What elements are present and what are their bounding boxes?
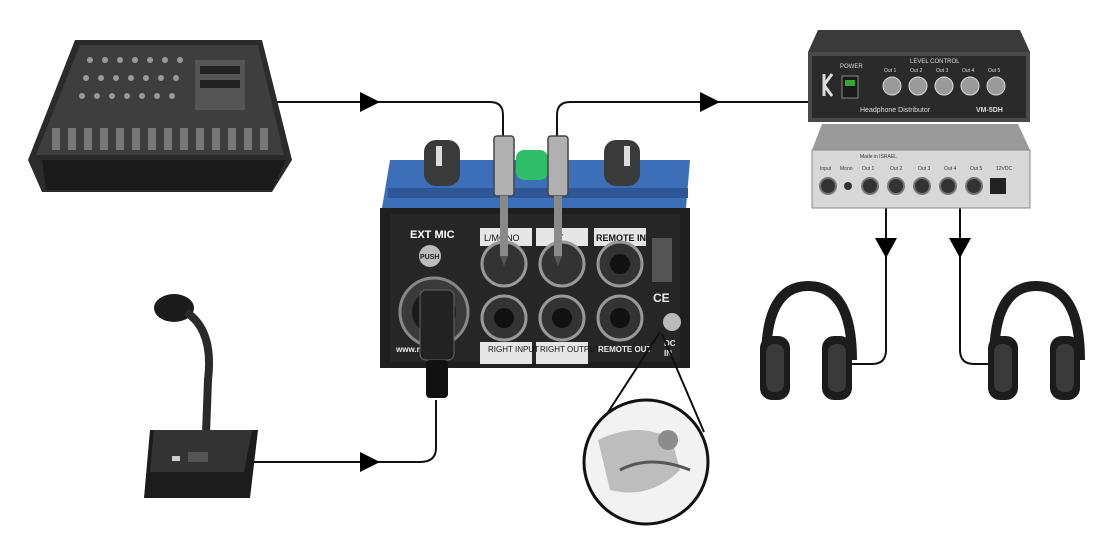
distributor-model: VM-5DH — [976, 107, 1003, 114]
front-out-3: Out 3 — [936, 68, 948, 74]
arrows — [360, 92, 971, 472]
in-label: IN — [664, 349, 672, 358]
arrow-mixer-to-device — [360, 92, 380, 112]
rear-out-3: Out 3 — [918, 166, 930, 172]
arrow-mic-to-device — [360, 452, 380, 472]
headphones-right — [988, 280, 1085, 400]
headphone-distributor: POWER LEVEL CONTROL Out 1 Out 2 Out 3 Ou… — [808, 30, 1031, 209]
mixer-faders — [52, 128, 268, 150]
rear-out-2: Out 2 — [890, 166, 902, 172]
push-label: PUSH — [420, 254, 439, 261]
ce-mark: CE — [653, 291, 670, 305]
jack-plugs — [419, 135, 569, 398]
level-knobs — [882, 76, 1006, 96]
front-out-4: Out 4 — [962, 68, 974, 74]
jack-label-remote-out: REMOTE OUT — [598, 345, 651, 354]
headphones-left — [760, 280, 857, 400]
rear-jacks — [819, 177, 983, 195]
kramer-logo — [822, 73, 834, 97]
green-button — [516, 150, 548, 180]
power-label: POWER — [840, 64, 863, 70]
wire-mic-to-device — [250, 400, 437, 463]
desk-microphone — [144, 294, 258, 498]
wire-device-to-distributor — [556, 101, 810, 140]
dc-label: DC — [664, 339, 676, 348]
interface-device: EXT MIC PUSH L/MONO T REMOTE IN RIGHT I — [380, 140, 690, 368]
rear-labels: Input Mono Out 1 Out 2 Out 3 Out 4 Out 5… — [820, 166, 1013, 172]
front-out-5: Out 5 — [988, 68, 1000, 74]
jack-label-right-output: RIGHT OUTPUT — [540, 345, 600, 354]
made-in-label: Made in ISRAEL — [860, 154, 897, 160]
jack-label-remote-in: REMOTE IN — [596, 233, 646, 243]
rear-out-4: Out 4 — [944, 166, 956, 172]
front-out-1: Out 1 — [884, 68, 896, 74]
wires — [250, 101, 1016, 463]
arrow-to-headphone-left — [875, 238, 897, 258]
rear-12vdc: 12VDC — [996, 166, 1013, 172]
wire-mixer-to-device — [268, 101, 504, 140]
wire-distributor-to-headphone-right — [959, 206, 1016, 365]
wire-distributor-to-headphone-left — [832, 206, 887, 365]
front-out-2: Out 2 — [910, 68, 922, 74]
mixer-knobs — [79, 57, 183, 99]
jack-label-right-input: RIGHT INPUT — [488, 345, 539, 354]
level-control-label: LEVEL CONTROL — [910, 59, 960, 65]
arrow-device-to-distributor — [700, 92, 720, 112]
rear-out-5: Out 5 — [970, 166, 982, 172]
ext-mic-label: EXT MIC — [410, 229, 455, 241]
rear-out-1: Out 1 — [862, 166, 874, 172]
mixing-console — [28, 40, 292, 192]
rear-input: Input — [820, 166, 832, 172]
zoom-callout — [582, 331, 710, 526]
arrow-to-headphone-right — [949, 238, 971, 258]
rear-mono: Mono — [840, 166, 853, 172]
distributor-name: Headphone Distributor — [860, 107, 931, 114]
